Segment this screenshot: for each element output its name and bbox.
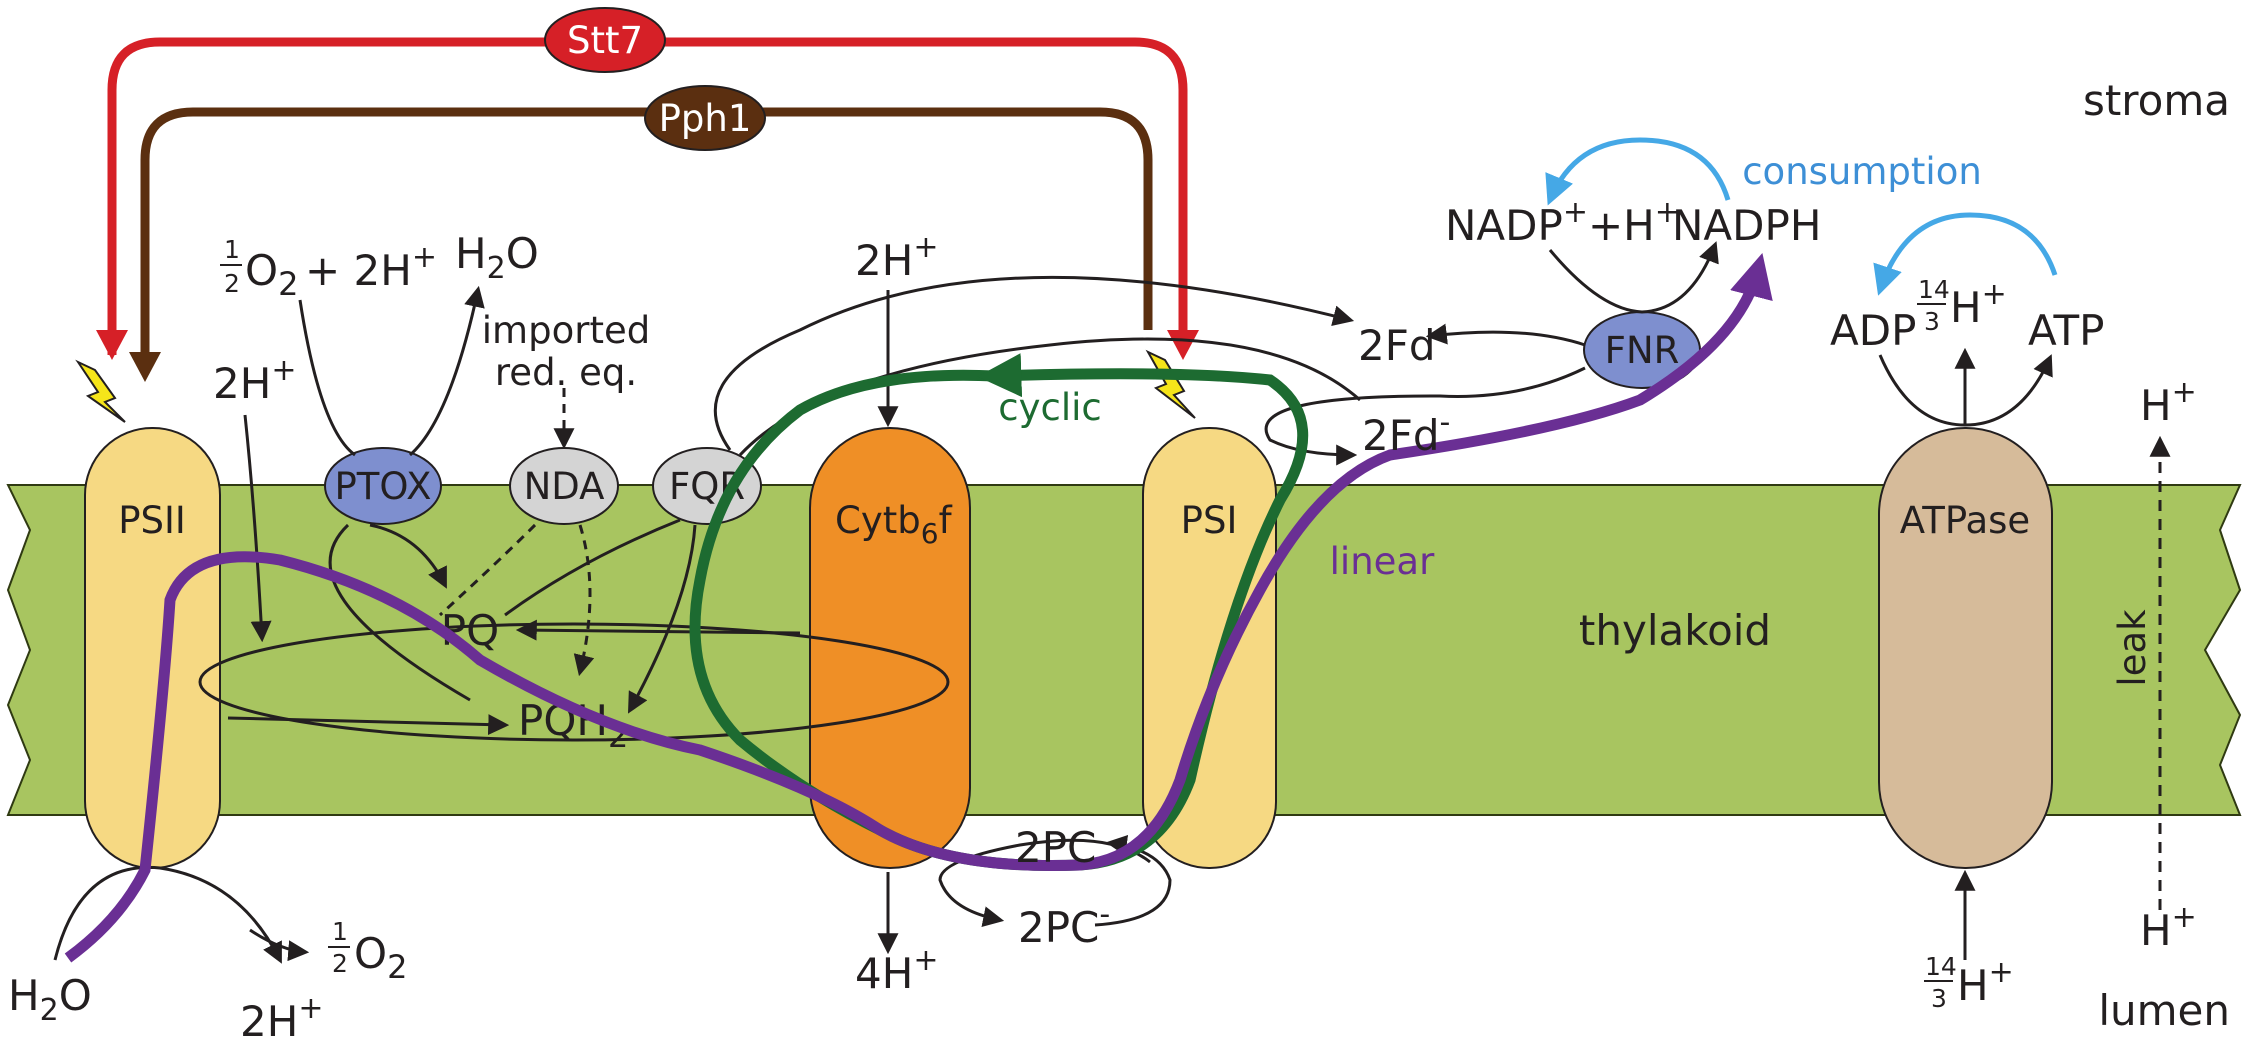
psii-half-num: 1 [332,917,348,946]
ptox-pq-arrow [369,523,447,589]
atpase-label: ATPase [1900,499,2030,542]
pq-cycle [198,622,950,742]
atpase-lumen-frac-den: 3 [1931,984,1947,1013]
leak-top-h: H+ [2140,375,2197,430]
pph1-arrowhead [129,352,161,382]
atpase-stroma-frac-num: 14 [1918,275,1950,304]
nadp-term: NADP++H+ [1445,195,1680,250]
fqr-node [652,447,762,525]
atp-consumption-arc [1873,212,2058,296]
stt7-arrowhead-right [1167,330,1199,360]
ptox-h2o: H2O [455,229,539,286]
ptox-o2-term: O2 [245,246,298,303]
psii-lumen-h: 2H+ [240,991,323,1041]
stt7-label: Stt7 [567,19,643,62]
linear-electron-path [64,252,1773,963]
stt7-node [544,7,666,73]
thylakoid-membrane [6,484,2242,816]
stt7-arrowhead-left [96,330,128,360]
atpase-stroma-frac-den: 3 [1924,307,1940,336]
psii-h2o: H2O [8,971,92,1028]
fqr-fd-loop [713,275,1355,451]
leak-label: leak [2111,609,2154,687]
ptox-h2o-output-arrow [409,285,485,457]
cytb6f-complex [809,427,971,869]
cytb6f-label: Cytb6f [835,499,953,550]
pqh2-oxidation-arrow [515,619,801,641]
fqr-pq-arrow [504,518,681,617]
psii-water-arrow [53,865,282,964]
pc-oxidized: 2PC [1015,823,1096,872]
nda-pqh2-dashed-arrow [573,524,595,677]
fnr-label: FNR [1605,329,1680,372]
ptox-o2-input-arrow [298,299,356,457]
imported-line-1: imported [482,309,650,352]
psi-complex [1142,427,1277,869]
linear-label: linear [1330,540,1435,583]
ptox-pqh2-arrow [328,523,471,702]
fnr-nadph-arrow [1548,241,1719,314]
psii-half-den: 2 [332,949,348,978]
thylakoid-label: thylakoid [1579,606,1771,655]
atp-term: ATP [2028,306,2104,355]
nda-pq-dashed-arrow [438,523,537,617]
psii-label: PSII [118,499,186,542]
half-o2-ptox: 1 2 [224,219,253,298]
stroma-label: stroma [2083,76,2230,125]
ptox-label: PTOX [334,465,431,508]
lumen-label: lumen [2098,986,2230,1035]
consumption-label: consumption [1742,150,1982,193]
atpase-stroma-h: H+ [1950,277,2007,332]
pc-reduced: 2PC- [1018,897,1110,952]
psi-label: PSI [1181,499,1238,542]
ptox-node [324,447,442,525]
psii-o2-arrow [249,928,310,962]
cyclic-label: cyclic [998,386,1101,429]
nadph-consumption-arc [1545,137,1731,206]
atpase-complex [1878,427,2053,869]
fnr-fd-oxidation-arrow [1425,323,1586,347]
imported-line-2: red. eq. [495,351,637,394]
ptox-h-term: + 2H+ [305,240,437,295]
atpase-lumen-h: H+ [1957,955,2014,1010]
psii-o2: O2 [354,929,407,986]
cyt-stroma-h: 2H+ [855,230,938,285]
light-flash-psii-icon [75,359,126,423]
adp-atp-arrow [1878,354,2053,427]
fd-reduction-arrow [1264,366,1586,466]
psii-h-input-arrow [243,414,272,643]
nadph-term: NADPH [1672,201,1821,250]
cyt-lumen-h: 4H+ [855,943,938,998]
pph1-node [644,85,766,151]
fd-oxidized: 2Fd [1358,321,1436,370]
psii-stroma-h: 2H+ [213,353,296,408]
fd-reduced: 2Fd- [1362,405,1450,460]
pq-reduction-arrow [227,714,510,736]
adp-term: ADP [1830,306,1916,355]
pph1-label: Pph1 [659,97,752,140]
leak-bottom-h: H+ [2140,900,2197,955]
light-flash-psi-icon [1145,349,1196,419]
fqr-pqh2-arrow [627,524,697,714]
nda-label: NDA [524,465,605,508]
atpase-lumen-frac-num: 14 [1925,952,1957,981]
